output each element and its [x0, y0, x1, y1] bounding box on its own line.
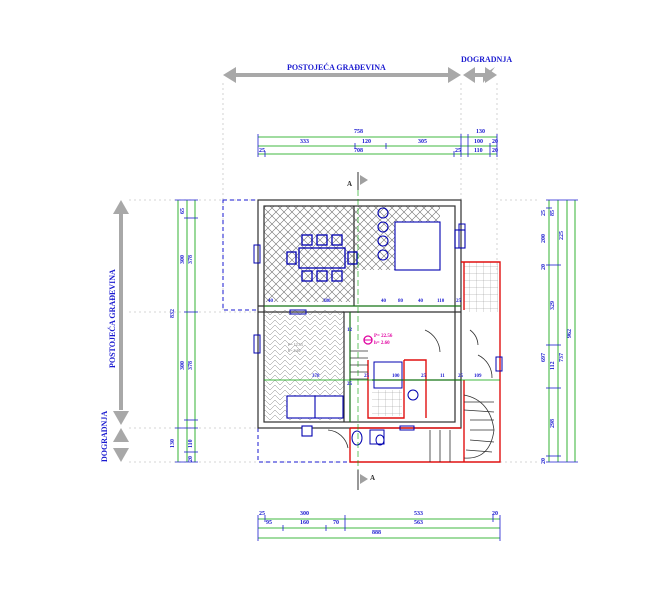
dim-top-305: 305: [418, 139, 427, 145]
existing-building-arrow-left: [113, 200, 129, 462]
section-line: [357, 172, 368, 490]
dim-right-225: 225: [559, 231, 565, 240]
windows: [253, 223, 503, 431]
extension-label-top: DOGRADNJA: [461, 55, 513, 64]
dim-top-130: 130: [476, 129, 485, 135]
room-area-b: P= 12.53: [288, 342, 303, 347]
dim-right-85: 85: [550, 210, 556, 216]
dim-right-697: 697: [541, 353, 547, 362]
staircase: [350, 350, 495, 462]
extension-label-left: DOGRADNJA: [100, 410, 109, 462]
dim-left-832: 832: [170, 309, 176, 318]
dim-right-329: 329: [550, 301, 556, 310]
dim-top-20b: 20: [492, 148, 498, 154]
extension-floor: [464, 262, 498, 312]
dim-int-378: 378: [312, 374, 320, 379]
dim-left-378a: 378: [188, 255, 194, 264]
dim-int-80: 80: [398, 299, 403, 304]
sofa: [286, 395, 344, 437]
dim-top-25a: 25: [259, 148, 265, 154]
dim-bottom-533: 533: [414, 511, 423, 517]
dim-int-25b: 25: [347, 382, 352, 387]
dim-left-300b: 300: [180, 361, 186, 370]
dim-right-20a: 20: [541, 264, 547, 270]
dim-left-65: 65: [180, 208, 186, 214]
extension-walls: [349, 261, 501, 463]
dim-right-200: 200: [541, 234, 547, 243]
dim-left-378b: 378: [188, 361, 194, 370]
dim-left-130: 130: [170, 439, 176, 448]
dim-left-110: 110: [188, 439, 194, 448]
dim-right-737: 737: [559, 353, 565, 362]
section-marker-bottom: A: [370, 474, 376, 482]
room-area-a: P= 22.56: [374, 334, 393, 339]
bathroom-fixtures: [351, 361, 419, 446]
dim-bottom-888: 888: [372, 530, 381, 536]
dim-int-25a: 25: [456, 299, 461, 304]
dim-int-380: 380: [323, 299, 331, 304]
dim-int-25c: 25: [364, 374, 369, 379]
dim-bottom-95: 95: [266, 520, 272, 526]
dim-top-708: 708: [354, 148, 363, 154]
bottom-dimension-lines: [257, 515, 501, 541]
dim-top-120: 120: [362, 139, 371, 145]
dim-right-112: 112: [550, 361, 556, 370]
dim-right-962: 962: [567, 329, 573, 338]
room-height-a: h= 2.60: [374, 341, 390, 346]
dim-right-20b: 20: [541, 458, 547, 464]
dim-top-758: 758: [354, 129, 363, 135]
dim-int-40a: 40: [268, 299, 273, 304]
dim-top-25b: 25: [455, 148, 461, 154]
dim-int-12: 12: [347, 328, 352, 333]
dim-right-25: 25: [541, 210, 547, 216]
dim-int-25e: 25: [458, 374, 463, 379]
dim-int-110: 110: [437, 299, 445, 304]
interior-dimension-lines: [264, 305, 500, 422]
existing-building-arrow-top: [223, 67, 497, 83]
dining-table: [286, 234, 358, 282]
dim-left-20: 20: [188, 456, 194, 462]
dim-bottom-25: 25: [259, 511, 265, 517]
dim-bottom-160: 160: [300, 520, 309, 526]
top-dimension-lines: [257, 134, 498, 157]
bathroom-floor: [372, 390, 402, 416]
existing-building-label-top: POSTOJEĆA GRAĐEVINA: [287, 63, 386, 72]
dim-int-40b: 40: [381, 299, 386, 304]
dim-left-300a: 300: [180, 255, 186, 264]
extent-lines: [129, 83, 540, 463]
kitchen-units: [377, 207, 466, 271]
right-dimension-lines: [546, 199, 578, 463]
level-marker-icon: [363, 335, 373, 345]
dim-bottom-70: 70: [333, 520, 339, 526]
dim-top-20a: 20: [492, 139, 498, 145]
dim-bottom-300: 300: [300, 511, 309, 517]
section-marker-top: A: [347, 180, 353, 188]
existing-building-label-left: POSTOJEĆA GRAĐEVINA: [108, 269, 117, 368]
dim-right-298: 298: [550, 419, 556, 428]
dim-int-100: 100: [392, 374, 400, 379]
left-dimension-lines: [175, 199, 198, 463]
dim-int-109: 109: [474, 374, 482, 379]
dim-int-25d: 25: [421, 374, 426, 379]
room-height-b: h= 2.60: [288, 348, 301, 353]
dining-floor: [264, 206, 354, 302]
dim-bottom-20: 20: [492, 511, 498, 517]
dim-top-100: 100: [474, 139, 483, 145]
dim-top-110: 110: [474, 148, 483, 154]
doors: [327, 329, 493, 449]
dim-bottom-563: 563: [414, 520, 423, 526]
dim-int-11: 11: [440, 374, 445, 379]
dim-top-333: 333: [300, 139, 309, 145]
dim-int-40c: 40: [418, 299, 423, 304]
